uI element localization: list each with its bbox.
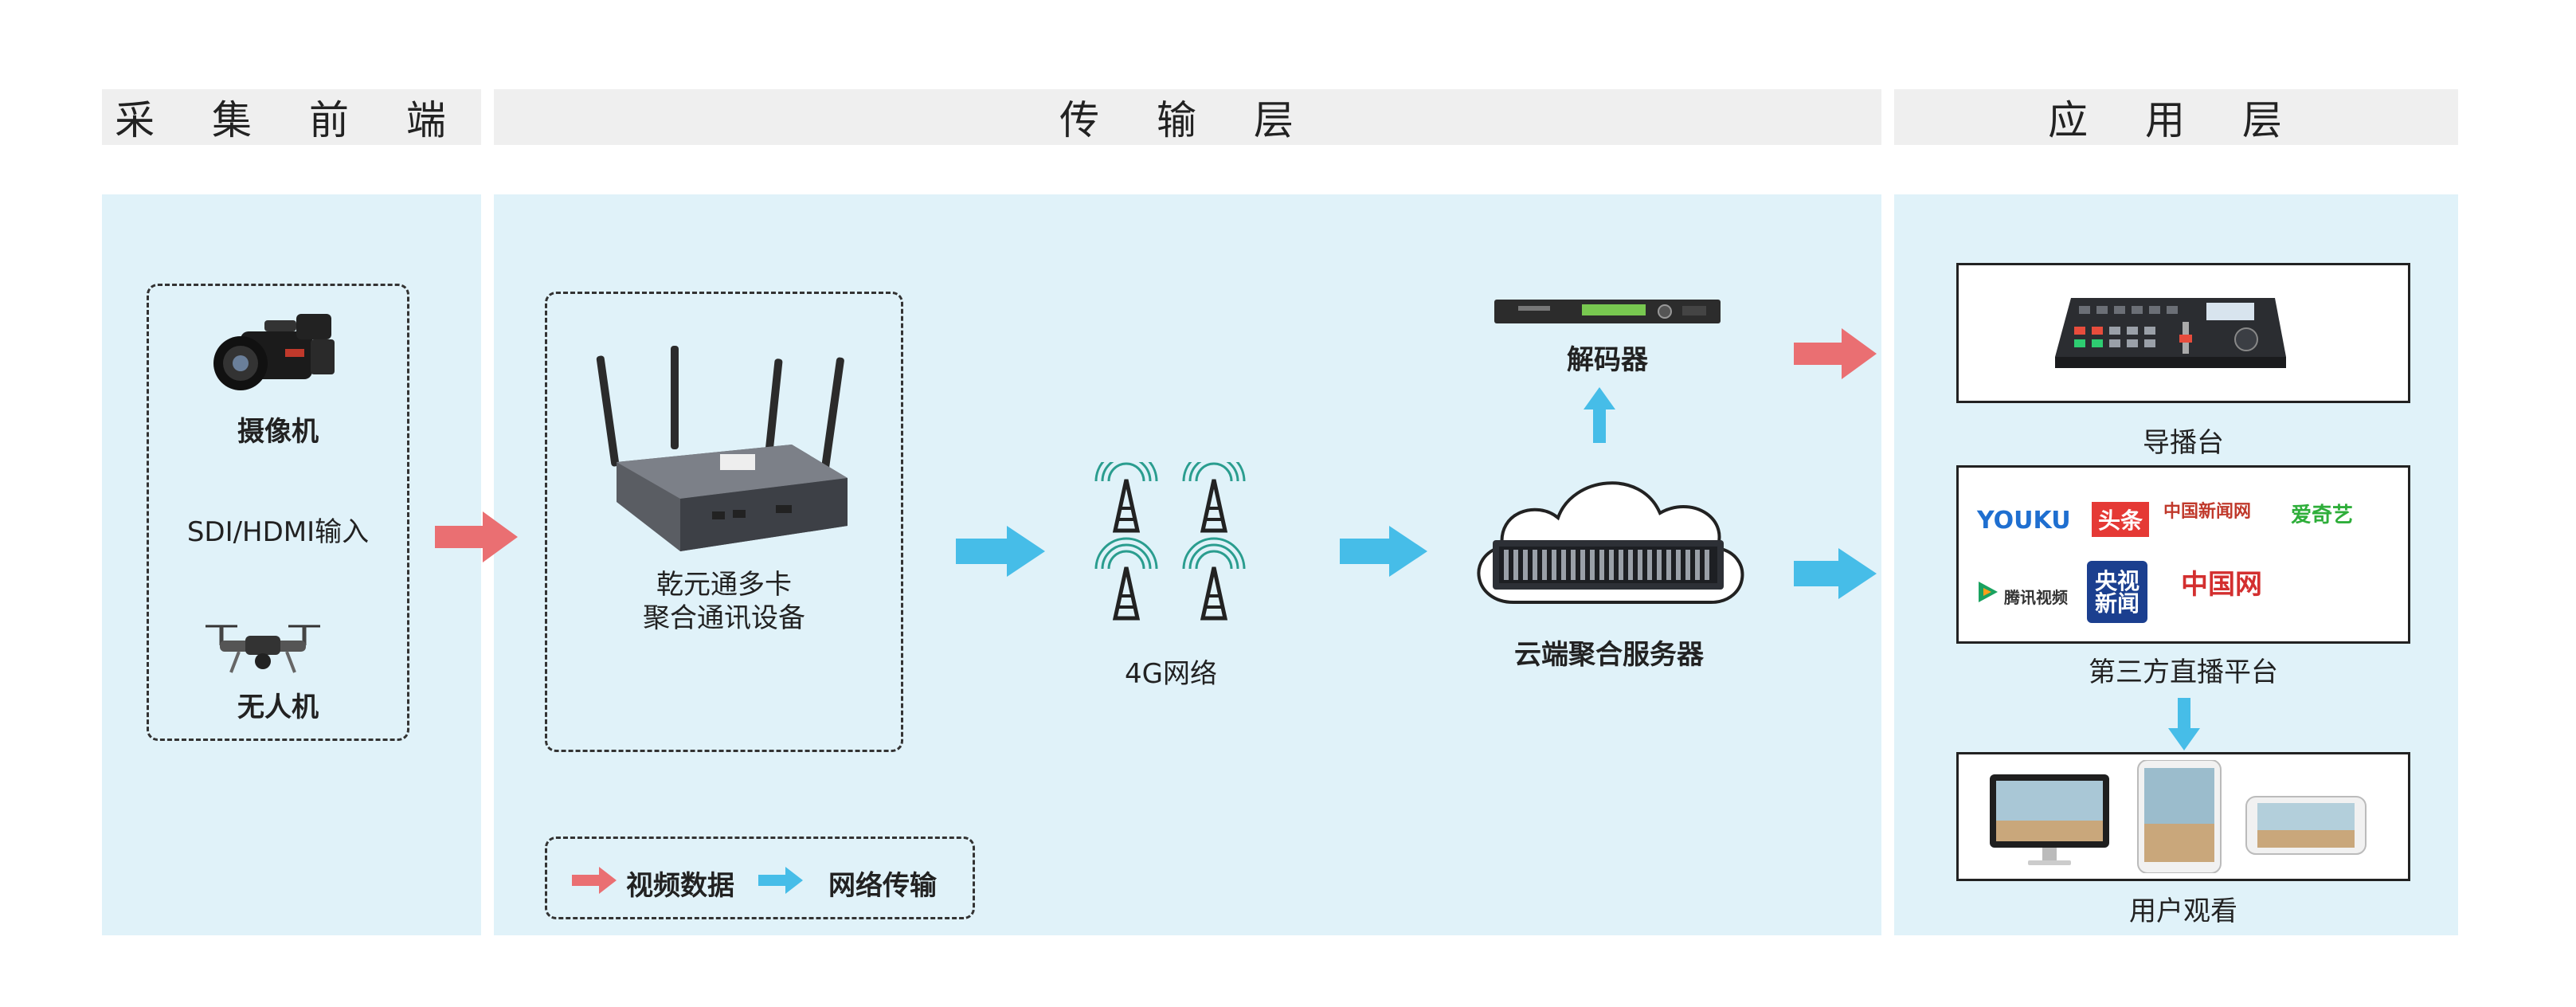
network-arrow-platform bbox=[1794, 548, 1877, 599]
device-label-line1: 乾元通多卡 bbox=[656, 569, 792, 601]
legend-box bbox=[545, 837, 975, 919]
logo-youku: YOUKU bbox=[1977, 507, 2071, 535]
network-label: 4G网络 bbox=[1125, 658, 1217, 690]
legend-video-swatch bbox=[572, 867, 617, 894]
cctv-news-tile bbox=[2087, 561, 2147, 623]
tower-icons bbox=[1091, 462, 1251, 629]
server-label: 云端聚合服务器 bbox=[1514, 639, 1704, 671]
video-arrow-capture bbox=[435, 511, 518, 562]
panel-capture bbox=[102, 194, 481, 935]
tencent-video-icon bbox=[1975, 580, 1999, 604]
logo-iqiyi: 爱奇艺 bbox=[2291, 504, 2354, 527]
platform-label: 第三方直播平台 bbox=[2089, 656, 2278, 688]
input-label: SDI/HDMI输入 bbox=[186, 516, 370, 548]
legend-video-label: 视频数据 bbox=[626, 870, 734, 902]
devices-icon bbox=[1987, 760, 2385, 873]
legend-network-label: 网络传输 bbox=[828, 870, 937, 902]
device-label-line2: 聚合通讯设备 bbox=[643, 602, 805, 634]
network-arrow-up bbox=[1584, 387, 1615, 443]
decoder-icon bbox=[1494, 298, 1721, 325]
drone-label: 无人机 bbox=[237, 692, 319, 723]
drone-icon bbox=[199, 613, 327, 677]
logo-tencent-video: 腾讯视频 bbox=[2004, 588, 2068, 607]
cloud-server-icon bbox=[1458, 460, 1760, 620]
video-arrow-director bbox=[1794, 328, 1877, 379]
device-box bbox=[545, 292, 903, 752]
header-capture: 采 集 前 端 bbox=[102, 89, 481, 145]
header-transport: 传 输 层 bbox=[494, 89, 1881, 145]
viewer-label: 用户观看 bbox=[2129, 895, 2237, 927]
platform-box bbox=[1956, 465, 2410, 644]
header-application: 应 用 层 bbox=[1894, 89, 2458, 145]
capture-box bbox=[147, 284, 409, 741]
logo-china-net: 中国网 bbox=[2181, 569, 2262, 601]
legend-network-swatch bbox=[758, 867, 803, 894]
network-arrow-1 bbox=[956, 526, 1045, 577]
router-icon bbox=[593, 343, 855, 558]
switcher-icon bbox=[2055, 290, 2286, 370]
logo-cctv-news: 央视新闻 bbox=[2094, 568, 2139, 617]
director-label: 导播台 bbox=[2143, 427, 2224, 459]
decoder-label: 解码器 bbox=[1567, 344, 1648, 376]
camera-icon bbox=[209, 308, 344, 403]
network-arrow-down bbox=[2168, 698, 2200, 750]
logo-toutiao: 头条 bbox=[2092, 502, 2150, 537]
logo-chinanews: 中国新闻网 bbox=[2163, 501, 2252, 522]
network-arrow-2 bbox=[1340, 526, 1427, 577]
camera-label: 摄像机 bbox=[237, 416, 319, 448]
